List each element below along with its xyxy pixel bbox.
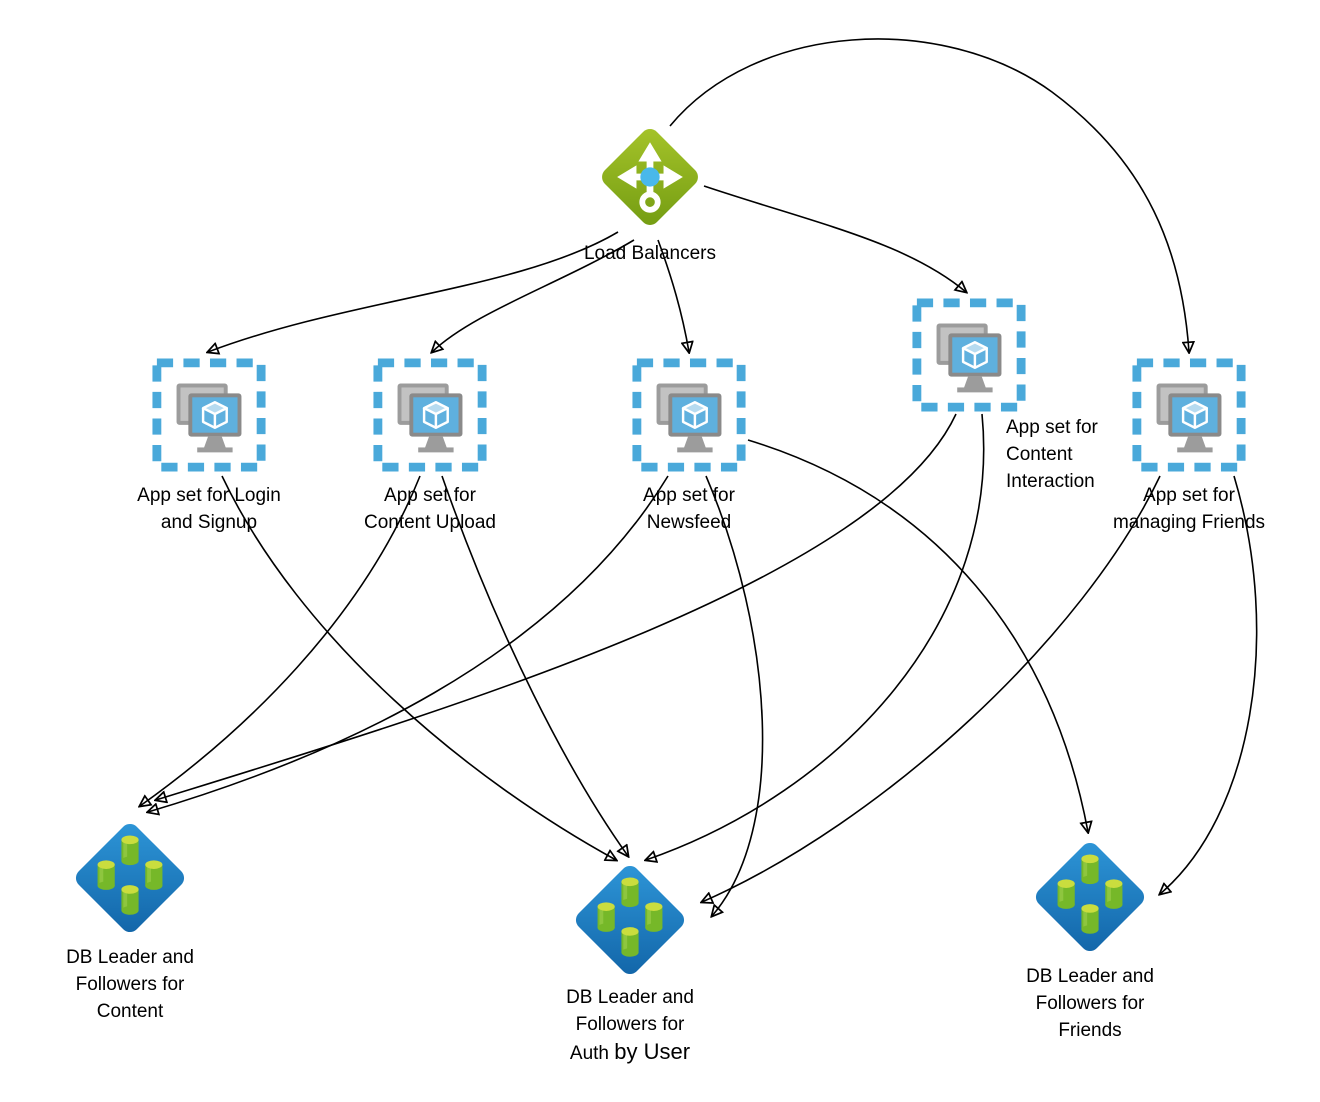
- edge-app-upload-to-db-auth: [441, 475, 628, 856]
- label-line: Auth by User: [530, 1038, 730, 1067]
- label-line: Followers for: [575, 1014, 685, 1035]
- database-cluster-icon: [568, 858, 692, 982]
- label-line: Content: [96, 1001, 164, 1022]
- node-app-set-content-interaction: [910, 296, 1028, 419]
- database-cluster-icon: [1028, 835, 1152, 959]
- label-line: Content Upload: [363, 512, 497, 533]
- edge-app-upload-to-db-content: [140, 475, 421, 806]
- vm-scale-set-icon: [910, 296, 1028, 414]
- node-app-set-content-upload: [371, 356, 489, 479]
- node-label-load-balancers: Load Balancers: [550, 240, 750, 267]
- label-line: App set for Login: [137, 485, 281, 506]
- label-line: Followers for: [1035, 993, 1145, 1014]
- vm-scale-set-icon: [630, 356, 748, 474]
- edge-app-login-to-db-auth: [221, 475, 616, 860]
- edge-app-newsfeed-to-db-auth: [705, 475, 764, 916]
- label-line: Content: [1006, 444, 1073, 465]
- node-load-balancers: [592, 119, 708, 240]
- edge-app-friends-to-db-friends: [1160, 475, 1258, 894]
- label-line: DB Leader and: [566, 987, 694, 1008]
- database-cluster-icon: [68, 816, 192, 940]
- node-label-app-set-content-upload: App set for Content Upload: [305, 482, 555, 536]
- node-label-db-content: DB Leader and Followers for Content: [30, 944, 230, 1025]
- edge-load-balancer-to-app-login: [208, 231, 619, 352]
- node-label-app-set-managing-friends: App set for managing Friends: [1064, 482, 1314, 536]
- node-label-db-auth-by-user: DB Leader and Followers for Auth by User: [530, 984, 730, 1067]
- label-line-part: Auth: [569, 1043, 615, 1064]
- label-line: Load Balancers: [583, 243, 717, 264]
- label-line: Followers for: [75, 974, 185, 995]
- node-label-app-set-newsfeed: App set for Newsfeed: [564, 482, 814, 536]
- label-line: DB Leader and: [1026, 966, 1154, 987]
- edge-app-newsfeed-to-db-content: [148, 475, 669, 812]
- label-line: managing Friends: [1112, 512, 1266, 533]
- edge-load-balancer-to-app-newsfeed: [657, 239, 689, 352]
- label-line: App set for: [1143, 485, 1235, 506]
- node-app-set-newsfeed: [630, 356, 748, 479]
- edge-load-balancer-to-app-upload: [432, 239, 635, 352]
- node-db-content: [68, 816, 192, 945]
- edge-app-newsfeed-to-db-friends: [747, 439, 1088, 832]
- node-label-app-set-login-signup: App set for Login and Signup: [84, 482, 334, 536]
- load-balancer-icon: [592, 119, 708, 235]
- node-label-db-friends: DB Leader and Followers for Friends: [990, 963, 1190, 1044]
- node-db-friends: [1028, 835, 1152, 964]
- node-label-app-set-content-interaction: App set for Content Interaction: [1006, 414, 1206, 495]
- label-line: App set for: [643, 485, 735, 506]
- edge-load-balancer-to-app-interaction: [703, 185, 966, 292]
- label-line: App set for: [384, 485, 476, 506]
- label-line: Interaction: [1006, 471, 1095, 492]
- label-line: App set for: [1006, 417, 1098, 438]
- label-line: Newsfeed: [646, 512, 732, 533]
- label-line: and Signup: [160, 512, 258, 533]
- edge-app-interaction-to-db-content: [156, 413, 957, 800]
- node-db-auth-by-user: [568, 858, 692, 987]
- edge-app-interaction-to-db-auth: [646, 413, 985, 860]
- node-app-set-login-signup: [150, 356, 268, 479]
- label-line: Friends: [1058, 1020, 1122, 1041]
- vm-scale-set-icon: [150, 356, 268, 474]
- edge-app-friends-to-db-auth: [702, 475, 1161, 902]
- label-line: DB Leader and: [66, 947, 194, 968]
- label-line-part: by User: [614, 1039, 691, 1064]
- vm-scale-set-icon: [371, 356, 489, 474]
- edge-load-balancer-to-app-friends: [669, 38, 1189, 352]
